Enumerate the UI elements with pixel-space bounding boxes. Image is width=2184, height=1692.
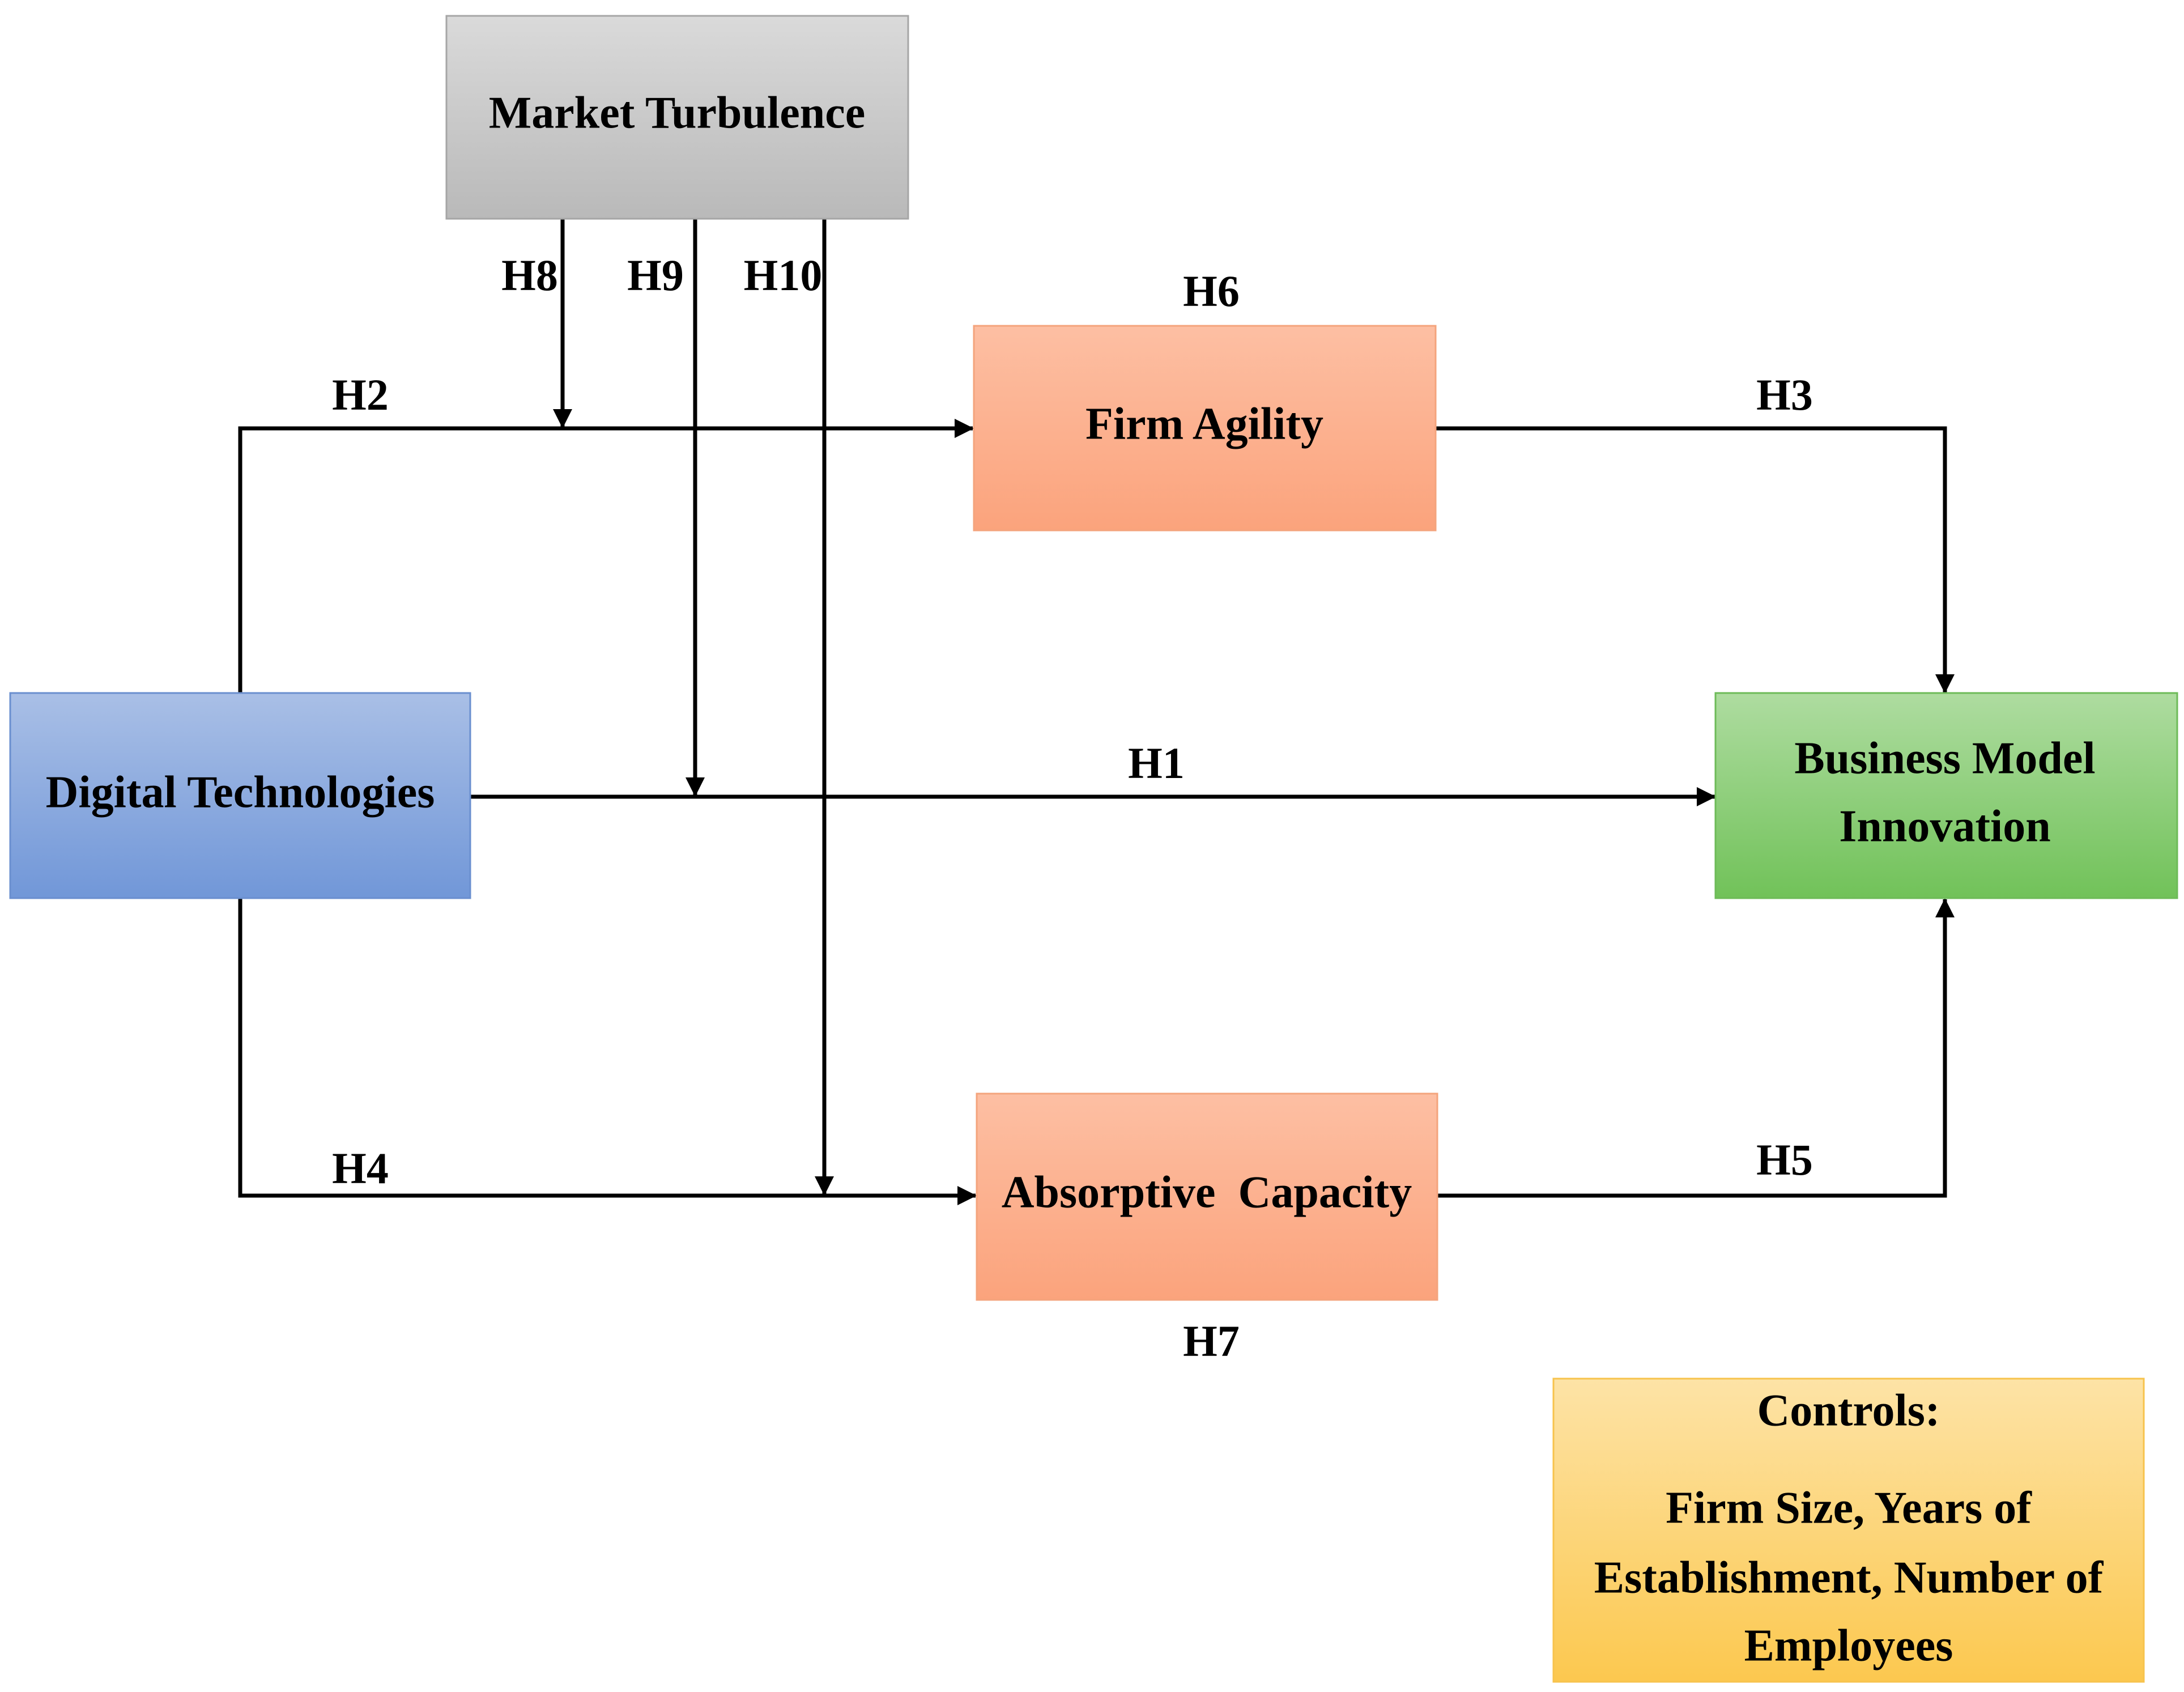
market-turbulence-box: Market Turbulence	[445, 15, 909, 220]
h5-label: H5	[1756, 1135, 1813, 1184]
controls-line3: Employees	[1744, 1621, 1953, 1670]
business-model-innovation-rect	[1714, 692, 2178, 899]
business-model-innovation-label-line1: Business Model	[1794, 733, 2095, 783]
business-model-innovation-box: Business Model Innovation	[1714, 692, 2178, 899]
link-h4	[238, 898, 977, 1205]
absorptive-capacity-box: Absorptive Capacity	[976, 1092, 1438, 1301]
firm-agility-rect	[973, 325, 1437, 532]
firm-agility-label: Firm Agility	[1085, 399, 1323, 449]
h4-label: H4	[332, 1143, 389, 1193]
h3-label: H3	[1756, 370, 1813, 419]
market-turbulence-label: Market Turbulence	[489, 88, 865, 138]
controls-rect	[1552, 1378, 2145, 1683]
h2-label: H2	[332, 370, 389, 419]
digital-technologies-box: Digital Technologies	[9, 692, 471, 899]
controls-box: Controls: Firm Size, Years of Establishm…	[1552, 1378, 2145, 1683]
h6-label: H6	[1183, 266, 1240, 316]
link-h2	[238, 419, 974, 693]
absorptive-capacity-label: Absorptive Capacity	[1002, 1167, 1412, 1217]
digital-technologies-label: Digital Technologies	[46, 767, 435, 817]
controls-line1: Firm Size, Years of	[1666, 1483, 2032, 1533]
h1-label: H1	[1128, 738, 1185, 788]
h10-label: H10	[744, 250, 823, 300]
absorptive-capacity-rect	[976, 1092, 1438, 1301]
h9-label: H9	[627, 250, 684, 300]
link-h5	[1438, 898, 1955, 1198]
h8-label: H8	[501, 250, 558, 300]
h7-label: H7	[1183, 1316, 1240, 1366]
business-model-innovation-label-line2: Innovation	[1839, 801, 2050, 851]
digital-technologies-rect	[9, 692, 471, 899]
controls-heading: Controls:	[1757, 1385, 1940, 1435]
firm-agility-box: Firm Agility	[973, 325, 1437, 532]
link-h3	[1436, 426, 1955, 694]
market-turbulence-rect	[445, 15, 909, 220]
controls-line2: Establishment, Number of	[1594, 1553, 2104, 1602]
